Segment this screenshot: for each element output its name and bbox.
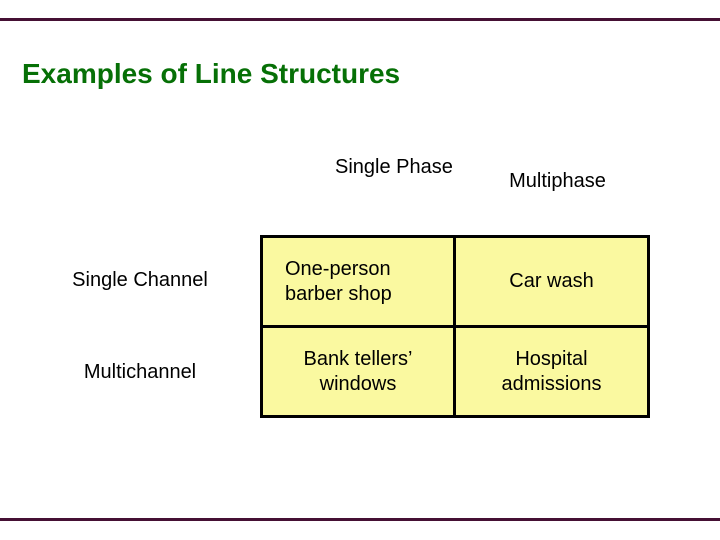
column-header-multiphase-line1: Multiphase: [509, 170, 606, 192]
cell-single-channel-multiphase: Car wash: [456, 238, 647, 325]
line-structures-matrix: Single Phase Multiphase Single Channel M…: [20, 145, 650, 425]
column-header-multiphase: Multiphase: [465, 145, 650, 233]
column-header-single-phase-line1: Single: [335, 156, 391, 178]
cell-multichannel-multiphase: Hospital admissions: [456, 328, 647, 415]
column-header-single-phase-line2: Phase: [396, 156, 453, 178]
top-divider-rule: [0, 18, 720, 21]
cell-multichannel-multiphase-line1: Hospital: [515, 347, 588, 370]
cell-multichannel-single-phase-line1: Bank tellers’: [303, 347, 413, 370]
cell-single-channel-single-phase-line2: barber shop: [285, 282, 392, 305]
cell-single-channel-single-phase-line1: One-person: [285, 257, 391, 280]
cell-multichannel-multiphase-line2: admissions: [501, 372, 602, 395]
matrix-grid: One-person barber shop Car wash Bank tel…: [260, 235, 650, 418]
cell-single-channel-multiphase-line1: Car wash: [509, 270, 594, 292]
cell-single-channel-single-phase: One-person barber shop: [263, 238, 453, 325]
cell-multichannel-single-phase: Bank tellers’ windows: [263, 328, 453, 415]
row-header-single-channel: Single Channel: [72, 269, 208, 291]
row-header-multichannel: Multichannel: [83, 360, 197, 383]
page-title: Examples of Line Structures: [22, 58, 401, 89]
bottom-divider-rule: [0, 518, 720, 521]
column-header-single-phase: Single Phase: [315, 145, 465, 233]
cell-multichannel-single-phase-line2: windows: [319, 372, 397, 395]
